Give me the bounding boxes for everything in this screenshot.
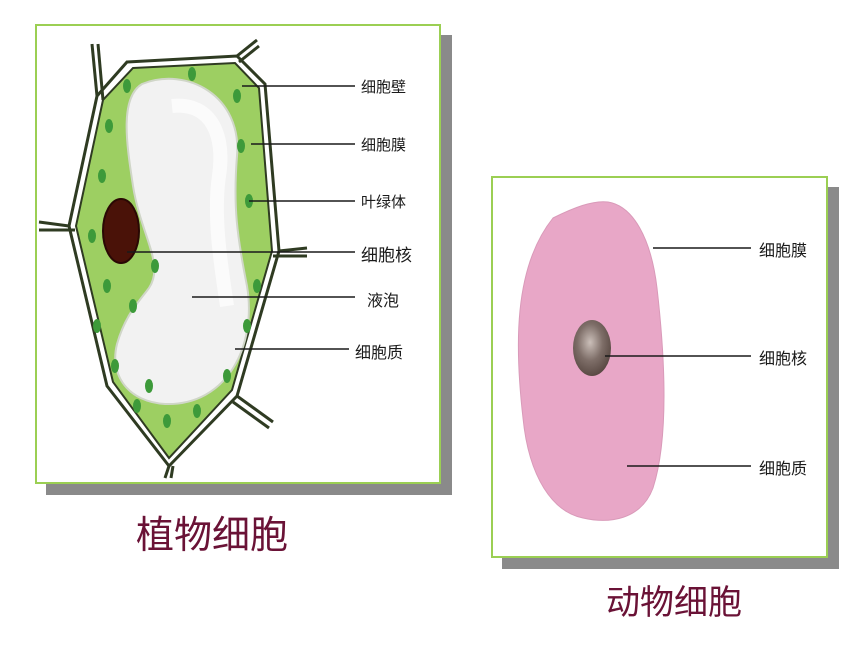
animal-cell-caption: 动物细胞 [606, 583, 742, 623]
label-cytoplasm: 细胞质 [355, 343, 404, 362]
label-animal-cell-membrane: 细胞膜 [759, 241, 808, 260]
label-vacuole: 液泡 [367, 291, 400, 310]
label-cell-membrane: 细胞膜 [361, 136, 407, 154]
neighbor-cell-walls [38, 38, 308, 479]
animal-pointer-lines [605, 247, 751, 467]
animal-cell-panel: 细胞膜 细胞核 细胞质 [491, 176, 828, 558]
label-chloroplast: 叶绿体 [361, 193, 407, 211]
plant-cell-panel: 细胞壁 细胞膜 叶绿体 细胞核 液泡 细胞质 [35, 24, 441, 484]
animal-nucleus [573, 320, 611, 376]
label-animal-cytoplasm: 细胞质 [759, 459, 808, 478]
chloroplasts [88, 67, 261, 428]
label-cell-wall: 细胞壁 [361, 78, 407, 96]
label-animal-nucleus: 细胞核 [759, 349, 808, 368]
plant-cell-caption: 植物细胞 [136, 513, 289, 557]
plant-cell-diagram [38, 38, 355, 479]
plant-pointer-lines [127, 85, 355, 350]
label-nucleus: 细胞核 [361, 246, 412, 266]
plant-nucleus [102, 198, 140, 264]
animal-cell-diagram [517, 201, 751, 521]
